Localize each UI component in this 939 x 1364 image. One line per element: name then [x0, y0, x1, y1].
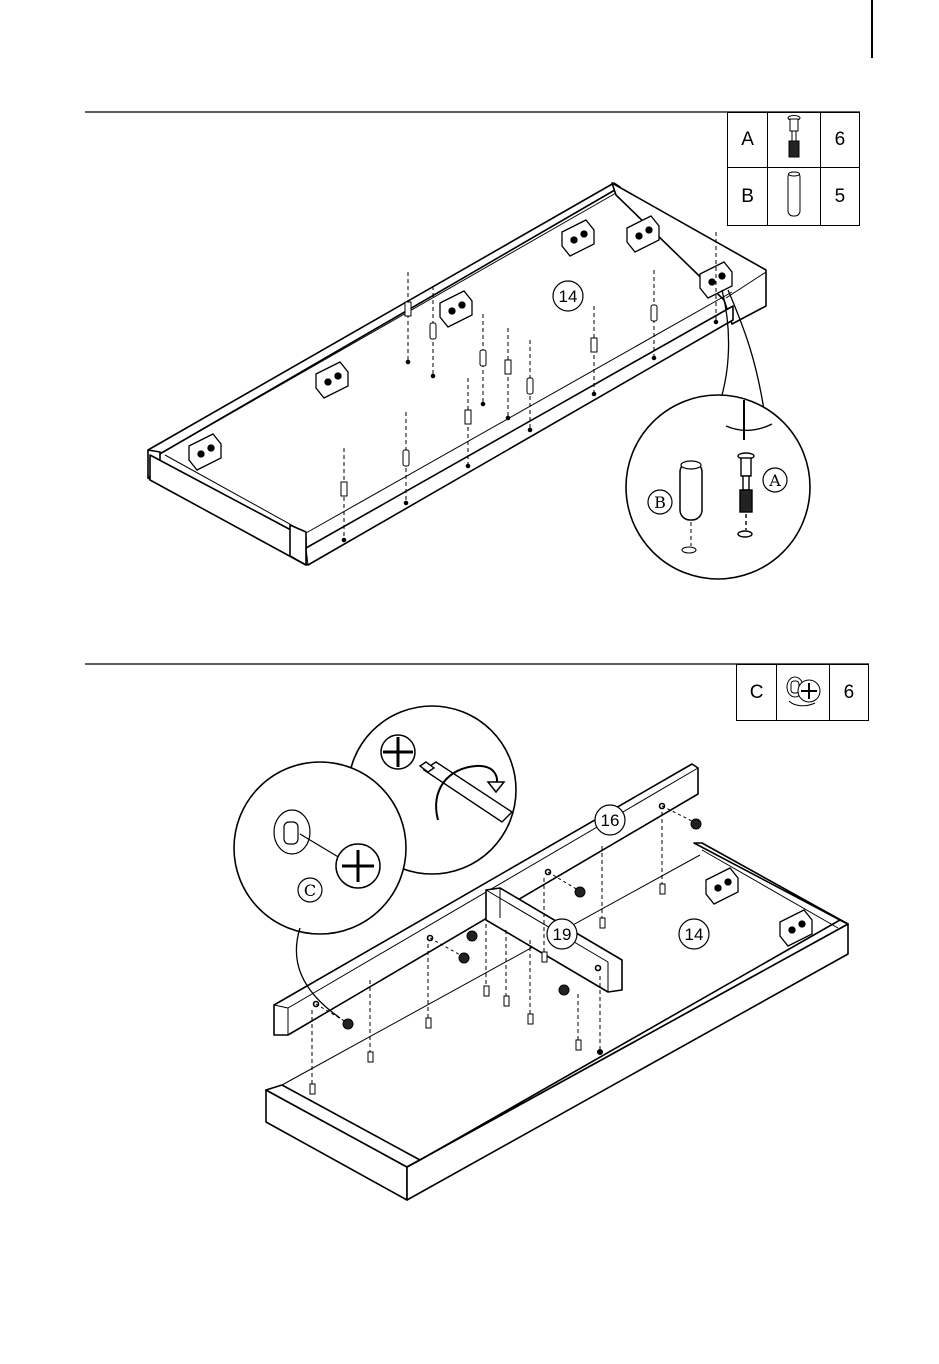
part-picture [768, 168, 820, 226]
part-letter: C [737, 665, 777, 721]
step1-panel-number: 14 [559, 287, 578, 306]
step2-label-middle-rail: 19 [547, 919, 577, 949]
part-picture [768, 113, 820, 168]
detail-label-a: A [768, 471, 781, 490]
part-quantity: 6 [820, 113, 859, 168]
detail-label-c: C [304, 881, 316, 900]
cam-lock-icon [781, 667, 825, 713]
top-rail-number: 16 [601, 811, 620, 830]
part-letter: B [728, 168, 768, 226]
step2-label-back-panel: 14 [679, 919, 709, 949]
part-row-a: A 6 [728, 113, 860, 168]
step2-parts-table: C 6 [736, 664, 869, 721]
part-letter: A [728, 113, 768, 168]
detail-label-b: B [654, 493, 666, 512]
cam-lock-icon [336, 844, 380, 888]
part-row-c: C 6 [737, 665, 869, 721]
step1-parts-table: A 6 B 5 [727, 112, 860, 226]
cross-screw-icon [381, 735, 415, 769]
step2-brackets [706, 868, 812, 946]
part-quantity: 6 [829, 665, 868, 721]
part-row-b: B 5 [728, 168, 860, 226]
step1-detail-circle: B A [626, 395, 810, 579]
step2-label-top-rail: 16 [595, 805, 625, 835]
back-panel-number: 14 [685, 925, 704, 944]
middle-rail-number: 19 [553, 925, 572, 944]
step1-panel-label: 14 [553, 281, 583, 311]
part-picture [777, 665, 830, 721]
wooden-dowel-icon [779, 169, 809, 219]
part-quantity: 5 [820, 168, 859, 226]
cam-bolt-icon [779, 113, 809, 161]
